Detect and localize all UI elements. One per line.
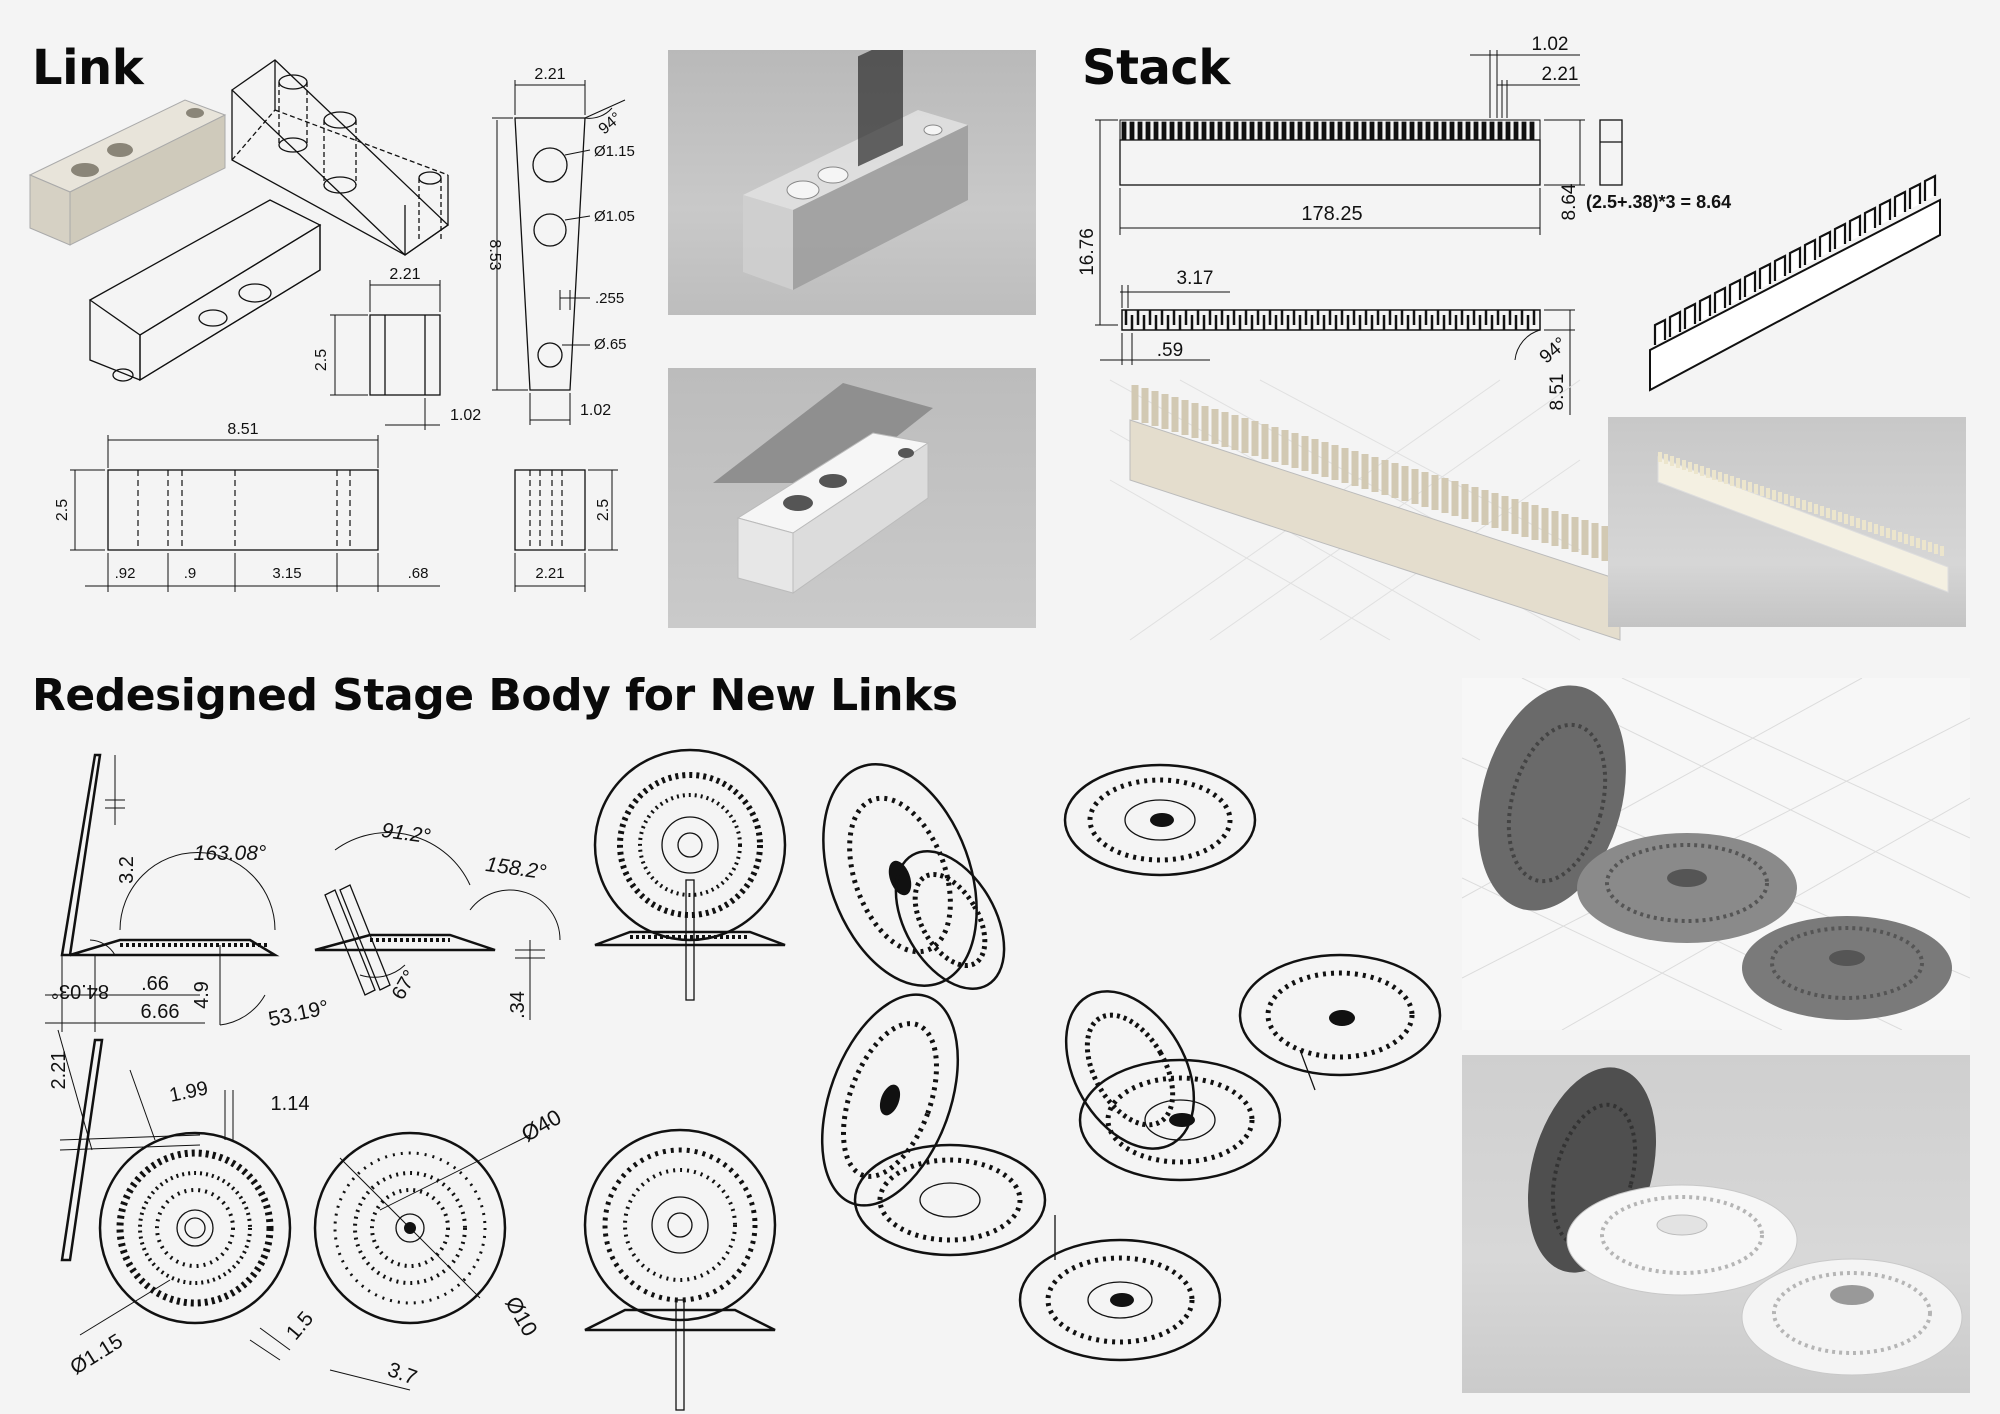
stage-disc-plan-1: [59, 1069, 292, 1336]
stage-dim-a3: 91.2°: [380, 819, 432, 849]
stage-dim-a2: 163.08°: [194, 842, 267, 865]
link-end-height: 2.5: [595, 499, 612, 521]
stage-dim-a6: .66: [141, 973, 169, 995]
stack-length: 178.25: [1301, 203, 1362, 225]
stack-angle: 94°: [1536, 334, 1572, 369]
stack-tooth-width: 1.02: [1532, 34, 1569, 55]
stack-formula: (2.5+.38)*3 = 8.64: [1586, 192, 1731, 212]
stage-drawings: 3.2 163.08° 84.03° .66 6.66 4.9 53.19° 9…: [45, 748, 787, 1411]
stack-plan-view: [1100, 285, 1575, 415]
stage-side-view-2: [314, 832, 561, 1020]
link-end-width: 2.21: [535, 565, 564, 582]
stack-height: 8.64: [1559, 183, 1580, 220]
link-plan-base: 1.02: [580, 402, 611, 419]
stage-dim-b3: 1.14: [271, 1093, 310, 1115]
stage-white-render: [1462, 1055, 1970, 1393]
stack-gap: 3.17: [1177, 268, 1214, 289]
stage-dim-b1: 2.21: [48, 1051, 70, 1090]
link-end-elevation: [514, 469, 618, 592]
link-hole-2: Ø1.05: [594, 208, 635, 225]
link-plan-angle: 94°: [596, 109, 625, 138]
stage-dim-a1: 3.2: [116, 856, 138, 884]
stage-disc-side-2: [57, 1029, 104, 1262]
stack-rack-wireframe: [1649, 174, 1941, 392]
link-side-base: 1.02: [450, 407, 481, 424]
stage-heading: Redesigned Stage Body for New Links: [32, 670, 958, 721]
stage-dim-a7: 6.66: [141, 1001, 180, 1023]
link-plan-width: 2.21: [534, 66, 565, 83]
stage-disc-front-2: [583, 1128, 777, 1411]
link-front-a: .92: [115, 565, 136, 582]
stage-dim-b8: Ø10: [500, 1292, 542, 1341]
stage-exploded-lineart: [820, 763, 1442, 1362]
link-drawings: 2.21 2.5 1.02 2.21 94° Ø1.15 Ø1.05 Ø.65 …: [28, 59, 635, 592]
stage-dim-b2: 1.99: [167, 1077, 210, 1107]
lineart-disc-pair-3: [1064, 990, 1282, 1182]
stack-teeth-row: [1119, 119, 1541, 141]
stage-dim-a5: 84.03°: [51, 980, 109, 1002]
lineart-disc-right: [1238, 953, 1442, 1091]
stage-dim-a9: 53.19°: [266, 996, 330, 1031]
lineart-disc-top-right: [1063, 763, 1257, 877]
stack-elevation: [1095, 50, 1623, 326]
link-front-c: 3.15: [272, 565, 301, 582]
link-front-b: .9: [184, 565, 197, 582]
lineart-disc-pair-1: [822, 763, 1006, 990]
stage-dim-b6: 1.5: [282, 1307, 318, 1344]
link-plan-view: [492, 80, 626, 425]
link-side-height: 2.5: [313, 349, 330, 371]
link-front-view: [70, 435, 440, 592]
stack-slot: .59: [1157, 340, 1183, 361]
stage-dim-b4: Ø40: [517, 1104, 566, 1146]
stack-total-height: 16.76: [1077, 228, 1098, 276]
link-end-view: [330, 280, 441, 430]
lineart-disc-pair-2: [820, 993, 1047, 1257]
stage-disc-plan-2: [249, 1131, 531, 1391]
link-hole-1: Ø1.15: [594, 143, 635, 160]
stack-drawings: 1.02 2.21 178.25 8.64 16.76 (2.5+.38)*3 …: [1077, 34, 1941, 641]
link-heading: Link: [32, 40, 144, 96]
link-front-d: .68: [408, 565, 429, 582]
link-hole-3: Ø.65: [594, 336, 627, 353]
stage-dim-a4: 158.2°: [484, 853, 548, 884]
stage-front-view: [593, 748, 787, 1001]
link-wireframe: [230, 59, 450, 256]
link-side-width: 2.21: [389, 266, 420, 283]
stack-plan-height: 8.51: [1547, 374, 1568, 411]
stack-iso-rack: [1129, 385, 1621, 641]
link-acrylic-render: [668, 50, 1036, 315]
stage-side-view-1: [45, 753, 280, 1032]
stack-heading: Stack: [1082, 40, 1230, 96]
link-solid-render: [28, 99, 227, 246]
link-plan-length: 8.53: [486, 239, 503, 270]
stage-dim-a10: 67°: [388, 966, 422, 1003]
link-front-height: 2.5: [54, 499, 71, 521]
link-plan-offset: .255: [595, 290, 624, 307]
lineart-disc-bottom: [1018, 1215, 1222, 1362]
link-white-render: [668, 368, 1036, 628]
stack-pitch: 2.21: [1542, 64, 1579, 85]
stage-dim-b5: Ø1.15: [66, 1330, 127, 1380]
stack-render: [1608, 417, 1966, 627]
stage-grey-render: [1462, 678, 1970, 1030]
stage-dim-a11: .34: [507, 991, 529, 1019]
link-front-length: 8.51: [227, 421, 258, 438]
stage-dim-a8: 4.9: [191, 981, 213, 1009]
link-wedge-wireframe: [88, 199, 322, 382]
